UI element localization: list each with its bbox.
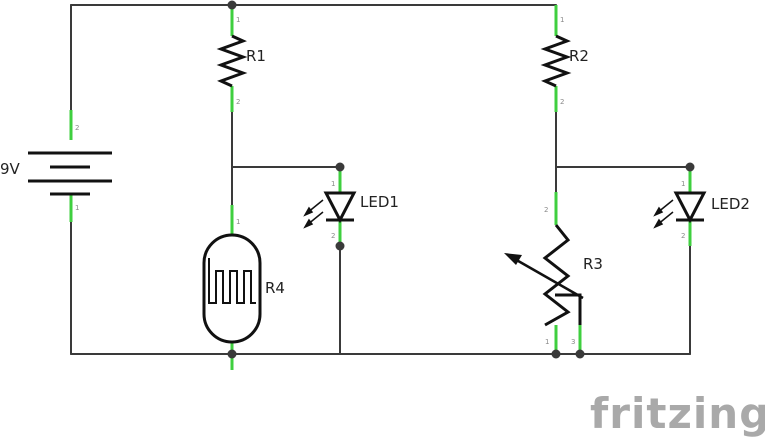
r3-pin-1-number: 1 — [545, 338, 549, 346]
junction-dot — [685, 162, 695, 172]
r1-pin-2-number: 2 — [236, 98, 240, 106]
junction-dot — [551, 349, 561, 359]
led2-triangle — [673, 191, 707, 224]
r2-zigzag — [540, 34, 572, 88]
r4-pin-1-number: 1 — [236, 218, 240, 226]
led1-pin-1-number: 1 — [331, 180, 335, 188]
r1-zigzag — [216, 34, 248, 88]
junction-dot — [575, 349, 585, 359]
r3-adjust-arrow — [512, 256, 584, 300]
resistor-r2[interactable]: 1 2 R2 — [540, 5, 589, 112]
led-led2[interactable]: 1 2 LED2 — [653, 167, 750, 246]
led-led1[interactable]: 1 2 LED1 — [303, 167, 399, 246]
r2-pin-1-number: 1 — [560, 16, 564, 24]
led1-label: LED1 — [360, 193, 399, 211]
r3-adjust-arrow-head-icon — [504, 253, 522, 265]
r4-label: R4 — [265, 279, 285, 297]
photocell-body — [202, 233, 262, 344]
r3-label: R3 — [583, 255, 603, 273]
r2-label: R2 — [569, 47, 589, 65]
fritzing-watermark: fritzing — [590, 389, 765, 438]
r3-pin-3-number: 3 — [571, 338, 575, 346]
photocell-r4[interactable]: 1 R4 — [202, 205, 285, 370]
r2-pin-2-number: 2 — [560, 98, 564, 106]
led2-light-arrows-icon — [653, 199, 674, 229]
led1-light-arrows-icon — [303, 199, 324, 229]
battery-label: 9V — [0, 160, 21, 178]
led1-pin-2-number: 2 — [331, 232, 335, 240]
junction-dot — [335, 162, 345, 172]
battery-pin-1-number: 1 — [75, 204, 79, 212]
wires — [70, 4, 691, 355]
r3-zigzag — [542, 224, 571, 327]
junction-dot — [227, 349, 237, 359]
r1-label: R1 — [246, 47, 266, 65]
led2-label: LED2 — [711, 195, 750, 213]
junction-dot — [227, 0, 237, 10]
battery-9v[interactable]: 2 1 9V — [0, 110, 112, 222]
r1-pin-1-number: 1 — [236, 16, 240, 24]
photocell-serpentine — [208, 258, 256, 304]
led2-pin-2-number: 2 — [681, 232, 685, 240]
led1-triangle — [323, 191, 357, 224]
r3-pin-2-number: 2 — [544, 206, 548, 214]
junction-dots — [227, 0, 695, 359]
resistor-r1[interactable]: 1 2 R1 — [216, 5, 266, 112]
potentiometer-r3[interactable]: 2 1 3 R3 — [504, 192, 603, 354]
battery-pin-2-number: 2 — [75, 124, 79, 132]
junction-dot — [335, 241, 345, 251]
led2-pin-1-number: 1 — [681, 180, 685, 188]
